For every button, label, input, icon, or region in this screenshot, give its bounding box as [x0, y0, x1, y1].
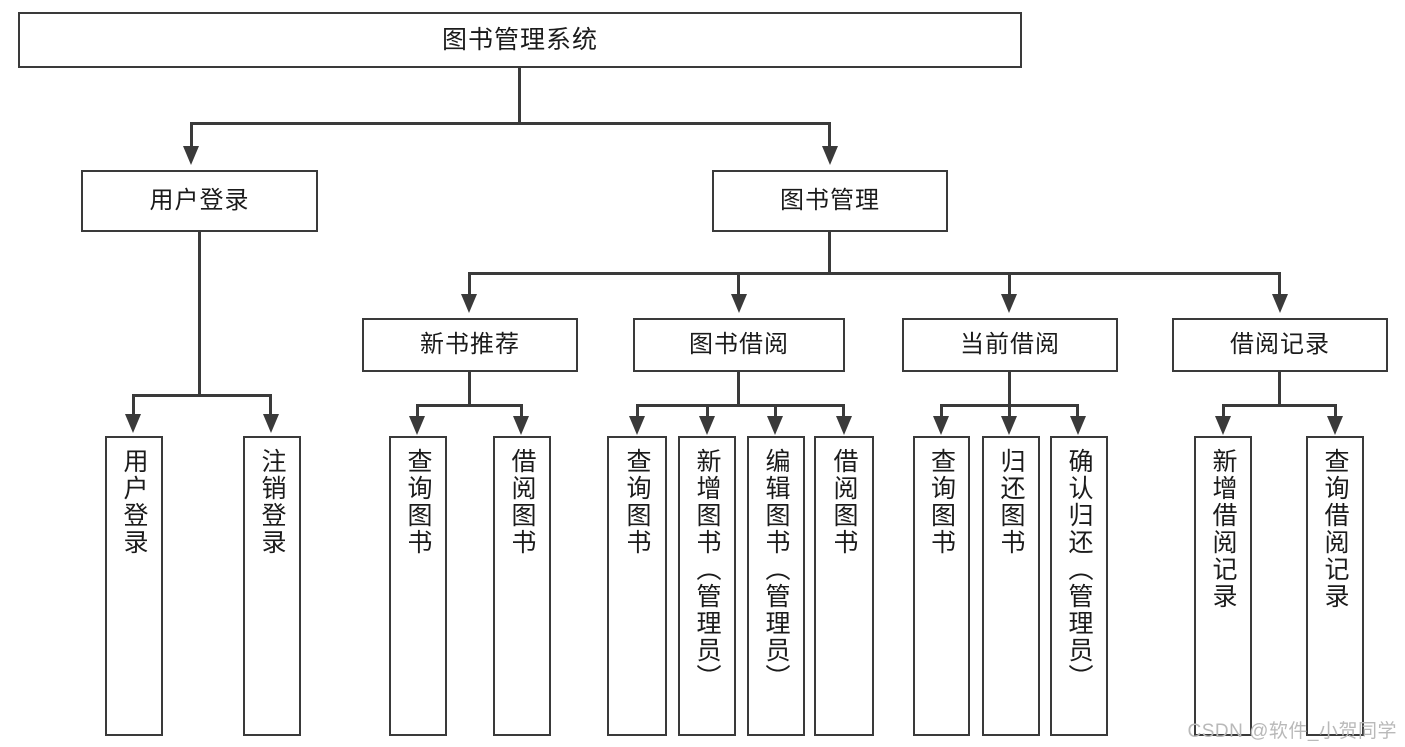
- node-label: 新书推荐: [420, 330, 520, 358]
- edge-cb-drop-2: [1008, 404, 1011, 418]
- arrow-to-new-book-recommend: [461, 294, 477, 313]
- edge-level2-drop-right: [828, 122, 831, 148]
- arrow-to-leaf-bb-query-book: [629, 416, 645, 435]
- edge-book-management-stem: [828, 232, 831, 274]
- node-root-book-management-system[interactable]: 图书管理系统: [18, 12, 1022, 68]
- node-label: 注销登录: [258, 448, 286, 556]
- leaf-bb-edit-book[interactable]: 编辑图书（管理员）: [747, 436, 805, 736]
- arrow-to-leaf-cb-return-book: [1001, 416, 1017, 435]
- node-book-management[interactable]: 图书管理: [712, 170, 948, 232]
- edge-root-stem: [518, 68, 521, 122]
- edge-borrow-record-stem: [1278, 372, 1281, 406]
- edge-new-book-recommend-stem: [468, 372, 471, 406]
- edge-user-login-drop-2: [269, 394, 272, 416]
- node-label: 查询图书: [623, 448, 651, 556]
- node-label: 编辑图书（管理员）: [762, 448, 790, 691]
- edge-level3-drop-3: [1008, 272, 1011, 296]
- leaf-br-query-record[interactable]: 查询借阅记录: [1306, 436, 1364, 736]
- node-label: 图书管理系统: [441, 26, 598, 54]
- edge-level2-bus: [190, 122, 831, 125]
- node-label: 归还图书: [997, 448, 1025, 556]
- node-label: 用户登录: [149, 186, 250, 214]
- arrow-to-user-login: [183, 146, 199, 165]
- leaf-bb-borrow-book[interactable]: 借阅图书: [814, 436, 874, 736]
- arrow-to-leaf-br-add-record: [1215, 416, 1231, 435]
- leaf-bb-add-book[interactable]: 新增图书（管理员）: [678, 436, 736, 736]
- edge-level2-drop-left: [190, 122, 193, 148]
- node-label: 图书管理: [780, 186, 880, 214]
- edge-br-drop-1: [1222, 404, 1225, 418]
- arrow-to-book-management: [822, 146, 838, 165]
- node-label: 查询图书: [927, 448, 956, 556]
- leaf-cb-query-book[interactable]: 查询图书: [913, 436, 970, 736]
- arrow-to-borrow-record: [1272, 294, 1288, 313]
- arrow-to-leaf-bb-edit-book: [767, 416, 783, 435]
- arrow-to-leaf-nbr-borrow-book: [513, 416, 529, 435]
- leaf-user-login[interactable]: 用户登录: [105, 436, 163, 736]
- edge-user-login-drop-1: [132, 394, 135, 416]
- edge-user-login-stem: [198, 232, 201, 396]
- leaf-cb-confirm-return[interactable]: 确认归还（管理员）: [1050, 436, 1108, 736]
- arrow-to-leaf-bb-borrow-book: [836, 416, 852, 435]
- edge-nbr-drop-1: [416, 404, 419, 418]
- node-label: 借阅记录: [1230, 330, 1330, 358]
- edge-user-login-bus: [132, 394, 271, 397]
- node-label: 新增图书（管理员）: [693, 448, 721, 691]
- node-new-book-recommend[interactable]: 新书推荐: [362, 318, 578, 372]
- edge-book-borrow-stem: [737, 372, 740, 406]
- edge-bb-drop-1: [636, 404, 639, 418]
- edge-bb-drop-4: [842, 404, 845, 418]
- node-label: 当前借阅: [960, 330, 1060, 358]
- leaf-br-add-record[interactable]: 新增借阅记录: [1194, 436, 1252, 736]
- edge-book-borrow-bus: [636, 404, 845, 407]
- edge-br-drop-2: [1334, 404, 1337, 418]
- arrow-to-leaf-cb-query-book: [933, 416, 949, 435]
- node-label: 借阅图书: [508, 448, 536, 556]
- node-label: 图书借阅: [689, 330, 789, 358]
- edge-bb-drop-2: [706, 404, 709, 418]
- arrow-to-leaf-nbr-query-book: [409, 416, 425, 435]
- edge-cb-drop-1: [940, 404, 943, 418]
- node-label: 用户登录: [120, 448, 148, 556]
- arrow-to-book-borrow: [731, 294, 747, 313]
- node-borrow-record[interactable]: 借阅记录: [1172, 318, 1388, 372]
- leaf-nbr-borrow-book[interactable]: 借阅图书: [493, 436, 551, 736]
- leaf-cb-return-book[interactable]: 归还图书: [982, 436, 1040, 736]
- node-label: 新增借阅记录: [1209, 448, 1237, 610]
- arrow-to-current-borrow: [1001, 294, 1017, 313]
- arrow-to-leaf-logout: [263, 414, 279, 433]
- node-user-login[interactable]: 用户登录: [81, 170, 318, 232]
- edge-level3-drop-2: [737, 272, 740, 296]
- edge-level3-drop-1: [468, 272, 471, 296]
- leaf-bb-query-book[interactable]: 查询图书: [607, 436, 667, 736]
- edge-level3-bus: [468, 272, 1281, 275]
- edge-current-borrow-stem: [1008, 372, 1011, 406]
- edge-borrow-record-bus: [1222, 404, 1337, 407]
- arrow-to-leaf-bb-add-book: [699, 416, 715, 435]
- edge-level3-drop-4: [1278, 272, 1281, 296]
- arrow-to-leaf-br-query-record: [1327, 416, 1343, 435]
- node-label: 查询图书: [404, 448, 432, 556]
- node-label: 确认归还（管理员）: [1065, 448, 1093, 691]
- arrow-to-leaf-user-login: [125, 414, 141, 433]
- leaf-nbr-query-book[interactable]: 查询图书: [389, 436, 447, 736]
- arrow-to-leaf-cb-confirm-return: [1070, 416, 1086, 435]
- node-label: 查询借阅记录: [1321, 448, 1349, 610]
- edge-cb-drop-3: [1076, 404, 1079, 418]
- edge-bb-drop-3: [774, 404, 777, 418]
- leaf-logout[interactable]: 注销登录: [243, 436, 301, 736]
- node-label: 借阅图书: [830, 448, 858, 556]
- node-current-borrow[interactable]: 当前借阅: [902, 318, 1118, 372]
- node-book-borrow[interactable]: 图书借阅: [633, 318, 845, 372]
- edge-new-book-recommend-bus: [416, 404, 523, 407]
- edge-nbr-drop-2: [520, 404, 523, 418]
